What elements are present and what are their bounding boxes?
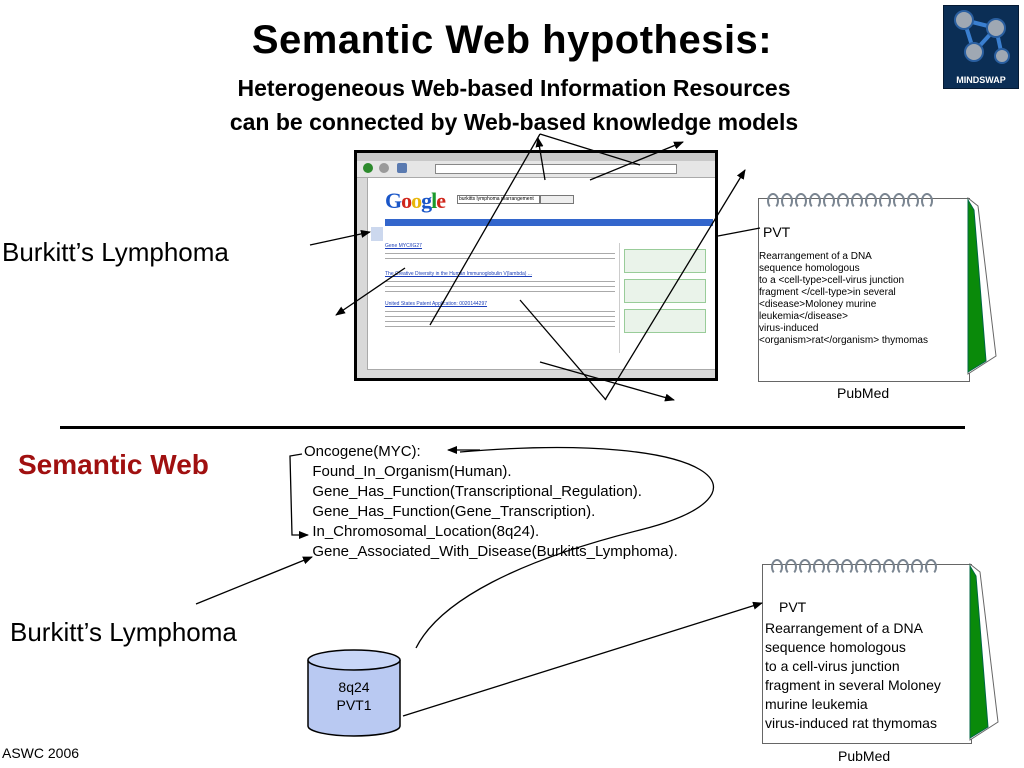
browser-toolbar — [357, 161, 715, 178]
pubmed-notebook-top: PVT Rearrangement of a DNA sequence homo… — [758, 193, 970, 382]
result-snippet-2 — [385, 277, 615, 295]
abstract-line: leukemia</disease> — [759, 311, 848, 322]
google-logo: Google — [385, 188, 446, 213]
database-cylinder-icon — [307, 649, 401, 737]
abstract-line: <organism>rat</organism> thymomas — [759, 335, 928, 346]
abstract-line: Rearrangement of a DNA — [765, 620, 923, 636]
arrow-pvt-link — [717, 227, 761, 237]
status-bar — [367, 369, 715, 378]
notebook-pages-bottom — [969, 562, 999, 741]
result-snippet-1 — [385, 249, 615, 263]
semantic-web-label: Semantic Web — [18, 449, 209, 480]
reload-icon — [397, 163, 407, 173]
sponsored-links — [619, 243, 710, 353]
ontology-line: In_Chromosomal_Location(8q24). — [304, 523, 540, 540]
section-divider — [60, 426, 965, 429]
abstract-line: to a <cell-type>cell-virus junction — [759, 275, 905, 286]
network-logo-icon — [954, 10, 1010, 64]
results-bar — [385, 219, 713, 226]
window-titlebar — [357, 153, 715, 161]
notebook-spiral-bottom — [771, 559, 971, 575]
abstract-line: Rearrangement of a DNA — [759, 251, 872, 262]
search-query-input: burkitts lymphoma rearrangement — [457, 195, 540, 204]
sponsored-ad-1 — [624, 249, 706, 273]
google-search-screenshot: Google burkitts lymphoma rearrangement G… — [354, 150, 718, 381]
tab-stub — [371, 227, 383, 241]
subtitle-line-2: can be connected by Web-based knowledge … — [229, 109, 799, 135]
ontology-line: Gene_Has_Function(Gene_Transcription). — [304, 503, 596, 520]
notebook-pages-top — [967, 196, 997, 375]
sidebar — [357, 178, 368, 378]
page-title: Semantic Web hypothesis: — [251, 18, 773, 62]
abstract-line: sequence homologous — [759, 263, 860, 274]
back-icon — [363, 163, 373, 173]
abstract-line: virus-induced rat thymomas — [765, 715, 937, 731]
google-search-button — [540, 195, 574, 204]
ontology-statements: Oncogene(MYC): Found_In_Organism(Human).… — [304, 442, 678, 562]
pvt-heading-top: PVT — [763, 224, 791, 240]
sponsored-ad-3 — [624, 309, 706, 333]
footer-text: ASWC 2006 — [2, 745, 80, 761]
pubmed-abstract-top: Rearrangement of a DNA sequence homologo… — [759, 251, 928, 347]
abstract-line: fragment </cell-type>in several — [759, 287, 896, 298]
abstract-line: <disease>Moloney murine — [759, 299, 877, 310]
mindswap-logo: MINDSWAP — [943, 5, 1019, 89]
sponsored-ad-2 — [624, 279, 706, 303]
pvt-heading-bottom: PVT — [779, 599, 807, 615]
pubmed-caption-bottom: PubMed — [838, 748, 891, 764]
notebook-spiral-top — [767, 193, 969, 209]
arrow-burkitt-to-disease — [195, 556, 313, 605]
pubmed-notebook-bottom: PVT Rearrangement of a DNA sequence homo… — [762, 559, 972, 744]
logo-text: MINDSWAP — [956, 75, 1006, 85]
search-results: Gene MYC/IG27 The Creative Diversity in … — [385, 243, 615, 331]
database-line-2: PVT1 — [336, 697, 372, 713]
ontology-line: Found_In_Organism(Human). — [304, 463, 512, 480]
database-line-1: 8q24 — [338, 679, 370, 695]
pubmed-abstract-bottom: Rearrangement of a DNA sequence homologo… — [765, 619, 941, 733]
result-title-1: Gene MYC/IG27 — [385, 243, 422, 249]
burkitt-label-bottom: Burkitt’s Lymphoma — [10, 617, 237, 647]
forward-icon — [379, 163, 389, 173]
abstract-line: to a cell-virus junction — [765, 658, 900, 674]
pubmed-caption-top: PubMed — [837, 385, 890, 401]
abstract-line: sequence homologous — [765, 639, 906, 655]
abstract-line: virus-induced — [759, 323, 819, 334]
address-bar — [435, 164, 677, 174]
ontology-line: Oncogene(MYC): — [304, 443, 421, 460]
ontology-line: Gene_Associated_With_Disease(Burkitts_Ly… — [304, 543, 678, 560]
result-snippet-3 — [385, 307, 615, 331]
abstract-line: murine leukemia — [765, 696, 868, 712]
ontology-line: Gene_Has_Function(Transcriptional_Regula… — [304, 483, 642, 500]
burkitt-label-top: Burkitt’s Lymphoma — [2, 237, 229, 267]
subtitle-line-1: Heterogeneous Web-based Information Reso… — [237, 75, 791, 101]
database-label: 8q24 PVT1 — [306, 678, 402, 714]
abstract-line: fragment in several Moloney — [765, 677, 941, 693]
arrow-db-to-pubmed — [402, 601, 763, 717]
